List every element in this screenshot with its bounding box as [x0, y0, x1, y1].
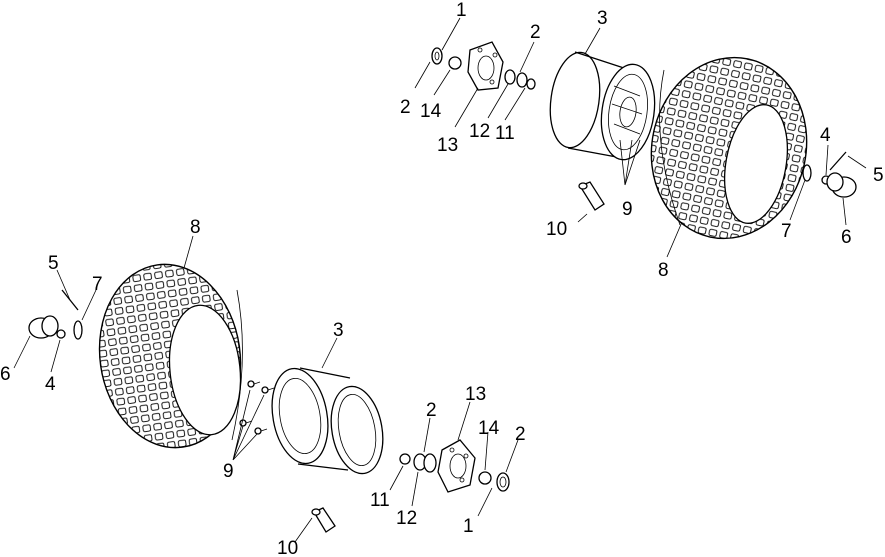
upper-label-13: 13 [437, 135, 458, 156]
upper-label-14: 14 [420, 101, 442, 122]
upper-label-9: 9 [622, 199, 633, 220]
upper-hub-13 [467, 41, 504, 91]
lower-leaders [13, 235, 519, 543]
lower-label-11: 11 [370, 490, 390, 511]
upper-tire [650, 56, 808, 240]
lower-label-9: 9 [223, 461, 234, 482]
lower-washer-7 [73, 320, 83, 340]
lower-bearing-14 [478, 471, 492, 485]
lower-label-12: 12 [396, 508, 417, 529]
lower-hub-13 [437, 439, 476, 493]
upper-label-3: 3 [597, 8, 608, 29]
lower-label-2a: 2 [426, 400, 437, 421]
lower-label-4: 4 [45, 374, 56, 395]
upper-leaders [414, 17, 867, 258]
lower-label-1: 1 [463, 516, 474, 537]
lower-label-2b: 2 [515, 424, 526, 445]
lower-label-14: 14 [478, 418, 500, 439]
lower-spacer-11 [399, 453, 411, 465]
lower-label-7: 7 [92, 274, 103, 295]
upper-bearing-12 [504, 69, 516, 85]
lower-seal-2 [423, 453, 437, 473]
upper-label-11: 11 [495, 123, 515, 144]
upper-hub-parts [431, 41, 536, 91]
lower-tire [98, 263, 243, 449]
lower-lug-bolts [239, 380, 275, 435]
lower-label-13: 13 [465, 384, 486, 405]
lower-seal-2b [496, 472, 510, 492]
lower-label-6: 6 [0, 364, 11, 385]
upper-assembly: 1 2 14 13 12 11 2 3 9 10 8 7 4 5 6 [400, 0, 884, 281]
upper-label-7: 7 [781, 221, 792, 242]
upper-cotter-pin-5 [829, 151, 847, 171]
upper-seal-2 [431, 47, 443, 65]
lower-rim [271, 367, 384, 475]
lower-cap-6 [28, 315, 59, 339]
upper-washer-7 [802, 164, 812, 182]
lower-nut-4 [56, 329, 66, 339]
upper-cap-6 [826, 172, 857, 198]
upper-label-6: 6 [841, 227, 852, 248]
upper-label-10: 10 [546, 219, 567, 240]
upper-label-2b: 2 [530, 22, 541, 43]
lower-label-8: 8 [190, 217, 201, 238]
lower-hub-parts [399, 439, 510, 493]
upper-label-5: 5 [873, 165, 884, 186]
lower-label-3: 3 [333, 320, 344, 341]
lower-assembly: 8 5 7 6 4 3 9 13 2 2 14 11 12 1 10 [0, 217, 526, 557]
upper-label-4: 4 [820, 125, 831, 146]
upper-label-8: 8 [658, 260, 669, 281]
upper-seal-2b [516, 72, 528, 88]
upper-label-1: 1 [456, 0, 467, 21]
upper-bearing-14 [448, 56, 462, 70]
upper-spacer-11 [526, 78, 536, 90]
upper-valve-stem [578, 181, 605, 211]
lower-valve-stem [311, 507, 336, 533]
upper-rim [549, 51, 656, 161]
lower-label-5: 5 [48, 253, 59, 274]
upper-label-12: 12 [469, 121, 490, 142]
lower-label-10: 10 [277, 538, 298, 557]
upper-label-2a: 2 [400, 97, 411, 118]
